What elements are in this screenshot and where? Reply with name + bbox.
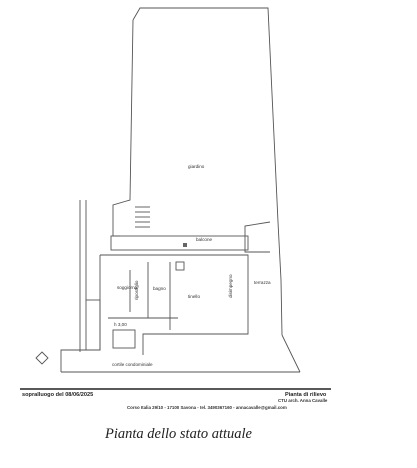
plan-title: Pianta di rilievo — [285, 392, 327, 398]
garden-left-edge — [112, 19, 134, 237]
room-label-kitchen: h 3,00 — [114, 322, 127, 327]
right-boundary — [281, 334, 301, 373]
balcony-outline — [110, 235, 249, 251]
bath-fixture — [175, 261, 185, 271]
room-label-bath: bagno — [153, 286, 166, 291]
figure-caption: Pianta dello stato attuale — [104, 426, 252, 442]
north-symbol — [35, 351, 49, 365]
stair-left — [85, 299, 101, 351]
room-label-corridor: disimpegno — [228, 274, 233, 298]
apartment-outer-wall — [100, 254, 249, 355]
garden-boundary — [132, 7, 283, 336]
stair-block — [112, 329, 136, 349]
wall-marker — [183, 243, 187, 247]
room-label-garden: giardino — [188, 164, 205, 169]
terrace-edge — [244, 221, 271, 253]
room-label-balcony: balcone — [196, 237, 213, 242]
room-label-closet: ripostiglio — [134, 280, 139, 300]
apartment-left-wall — [60, 255, 101, 372]
floor-plan: giardino balcone terrazza soggiorno bagn… — [20, 7, 331, 410]
address-line: Corso Italia 29/10 - 17100 Savona - tel.… — [127, 405, 287, 410]
survey-date: sopralluogo del 08/06/2025 — [22, 392, 93, 398]
room-label-bedroom: tinello — [188, 294, 200, 299]
author: CTU arch. Anna Cavalle — [278, 398, 328, 403]
room-label-terrace: terrazza — [254, 280, 271, 285]
room-label-living: soggiorno — [117, 285, 138, 290]
garden-steps — [135, 206, 150, 228]
room-label-courtyard: cortile condominiale — [112, 362, 153, 367]
